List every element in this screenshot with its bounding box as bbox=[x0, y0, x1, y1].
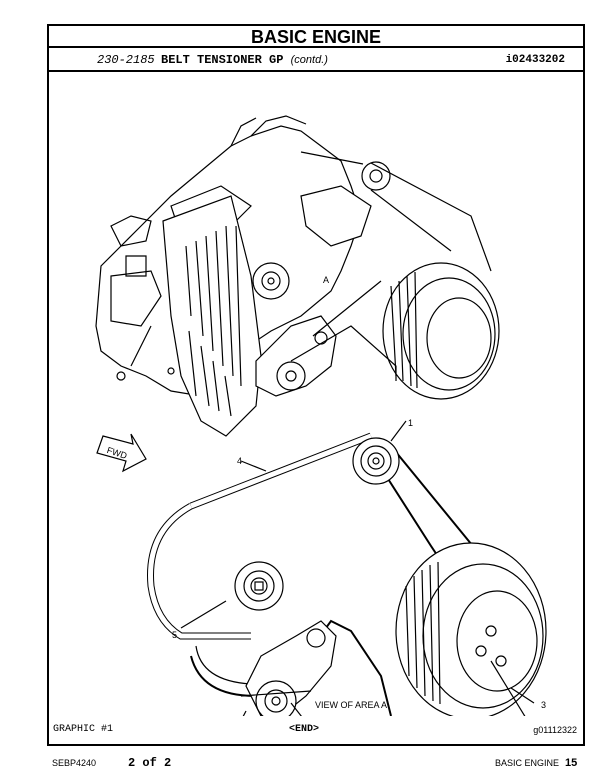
reference-id: i02433202 bbox=[505, 54, 565, 66]
document-id: SEBP4240 bbox=[52, 758, 97, 768]
page-number: 15 bbox=[565, 757, 578, 769]
part-name-group: BELT TENSIONER GP (contd.) bbox=[161, 48, 328, 72]
page-title: BASIC ENGINE bbox=[49, 26, 583, 48]
graphic-label: GRAPHIC #1 bbox=[53, 724, 114, 735]
end-label: <END> bbox=[289, 724, 320, 735]
fwd-arrow-icon: FWD bbox=[96, 433, 147, 473]
page-footer: SEBP4240 2 of 2 BASIC ENGINE 15 bbox=[0, 752, 601, 774]
view-caption: VIEW OF AREA A bbox=[315, 700, 387, 710]
area-label: A bbox=[323, 275, 329, 285]
callout-3: 3 bbox=[541, 700, 546, 710]
belt-routing-drawing bbox=[147, 420, 547, 716]
page-frame: BASIC ENGINE 230-2185 BELT TENSIONER GP … bbox=[47, 24, 585, 746]
section-name: BASIC ENGINE bbox=[495, 758, 560, 768]
graphic-id: g01112322 bbox=[533, 725, 577, 735]
callout-5: 5 bbox=[172, 630, 177, 640]
page-count: 2 of 2 bbox=[128, 756, 172, 770]
part-header: 230-2185 BELT TENSIONER GP (contd.) i024… bbox=[49, 48, 583, 72]
belt-tensioner-illustration: A FWD bbox=[51, 76, 583, 716]
illustration-svg: A FWD bbox=[95, 115, 547, 716]
callout-1: 1 bbox=[408, 418, 413, 428]
callout-4: 4 bbox=[237, 456, 242, 466]
continued-label: (contd.) bbox=[290, 54, 328, 66]
part-name: BELT TENSIONER GP bbox=[161, 53, 284, 67]
engine-assembly-drawing bbox=[95, 115, 500, 437]
graphic-footer: GRAPHIC #1 <END> g01112322 bbox=[49, 716, 583, 744]
part-number: 230-2185 bbox=[97, 53, 155, 67]
